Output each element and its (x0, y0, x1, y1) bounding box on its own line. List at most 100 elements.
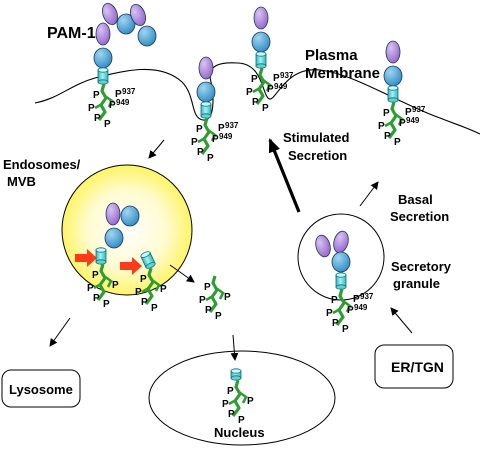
phospho-p: P (191, 137, 198, 148)
transmembrane-domain (387, 85, 399, 103)
phospho-p: P (141, 297, 148, 308)
phospho-p: P (93, 90, 100, 101)
phospho-p-949: P (212, 134, 219, 145)
phospho-p: P (252, 97, 259, 108)
label-er-tgn: ER/TGN (391, 359, 444, 375)
arrow-pm-to-endosome (148, 139, 165, 159)
arrow-stimulated-secretion (268, 138, 301, 213)
catalytic-domain-pho (198, 56, 214, 80)
label-stimulated-secretion: Secretion (288, 148, 347, 163)
phospho-p-937: P (218, 123, 225, 134)
arrow-endosome-to-cleaved (169, 264, 195, 283)
site-949-label: 949 (406, 116, 420, 125)
label-stimulated: Stimulated (283, 130, 350, 145)
catalytic-domain-pal (93, 47, 113, 69)
phospho-p: P (88, 103, 95, 114)
phospho-p: P (378, 121, 385, 132)
arrow-endosome-to-lysosome (49, 317, 71, 347)
catalytic-domain-pho (253, 6, 269, 30)
phospho-p: P (394, 137, 401, 148)
granule-pal-domain (331, 251, 351, 273)
pam1-pm-left-cytosolic-tail (94, 83, 114, 121)
phospho-p: P (205, 305, 212, 316)
phospho-p: P (204, 282, 211, 293)
soluble-pal-domain (116, 13, 136, 35)
phospho-p: P (92, 270, 99, 281)
phospho-p: P (135, 287, 142, 298)
arrow-er-to-granule (390, 307, 413, 334)
nuclear-fragment (228, 379, 248, 417)
nuclear-tm-stub (230, 368, 242, 381)
label-secretory: Secretory (391, 259, 452, 274)
phospho-p: P (342, 324, 349, 335)
phospho-p: P (215, 311, 222, 322)
red-arrow-cleavage-1 (75, 249, 97, 267)
phospho-p: P (247, 396, 254, 407)
lysosome-box (1, 369, 81, 408)
site-937-label: 937 (280, 71, 294, 80)
sfcd-fragment (205, 275, 225, 313)
phospho-p: P (103, 299, 110, 310)
phospho-p: P (196, 124, 203, 135)
nucleus-ellipse (148, 350, 336, 446)
phospho-p-937: P (405, 107, 412, 118)
phospho-p-937: P (115, 89, 122, 100)
endosome-pal-domain (120, 205, 140, 227)
phospho-p: P (238, 415, 245, 426)
red-arrow-cleavage-2 (120, 257, 142, 275)
phospho-p: P (228, 409, 235, 420)
endosome-cleaved-tm (140, 251, 156, 269)
endosome-pho-domain (105, 202, 121, 226)
label-endosomes: Endosomes/ (3, 157, 81, 172)
phospho-p-949: P (399, 118, 406, 129)
phospho-p: P (383, 108, 390, 119)
catalytic-domain-pal (196, 81, 216, 103)
label-lysosome: Lysosome (9, 382, 73, 397)
site-949-label: 949 (274, 82, 288, 91)
site-937-label: 937 (360, 292, 374, 301)
phospho-p: P (104, 119, 111, 130)
endosome-tail-2 (141, 267, 161, 305)
phospho-p-949: P (109, 100, 116, 111)
label-basal: Basal (398, 192, 433, 207)
phospho-p: P (262, 103, 269, 114)
phospho-p: P (140, 274, 147, 285)
catalytic-domain-pho (385, 40, 401, 64)
site-937-label: 937 (122, 87, 136, 96)
label-plasma: Plasma (305, 47, 358, 64)
soluble-pho-domain (130, 3, 146, 27)
transmembrane-domain (97, 67, 109, 85)
phospho-p: P (151, 303, 158, 314)
label-mvb: MVB (7, 174, 36, 189)
phospho-p-949: P (347, 305, 354, 316)
phospho-p: P (224, 292, 231, 303)
phospho-p: P (251, 74, 258, 85)
granule-tail (332, 288, 352, 326)
er-tgn-box (374, 344, 454, 389)
phospho-p-937: P (273, 73, 280, 84)
catalytic-domain-pal (383, 65, 403, 87)
site-949-label: 949 (219, 132, 233, 141)
soluble-pho-domain (102, 2, 118, 26)
phospho-p: P (331, 295, 338, 306)
pam1-pm-right-cytosolic-tail (384, 101, 404, 139)
granule-tm-domain (335, 272, 347, 290)
label-membrane: Membrane (305, 65, 380, 82)
phospho-p: P (332, 318, 339, 329)
site-949-label: 949 (116, 98, 130, 107)
arrow-basal-secretion (359, 181, 379, 207)
transmembrane-domain (200, 101, 212, 119)
transmembrane-domain (255, 51, 267, 69)
phospho-p: P (227, 386, 234, 397)
phospho-p: P (160, 284, 167, 295)
label-nucleus: Nucleus (214, 425, 265, 440)
pam1-internalizing-cytosolic-tail (197, 117, 217, 155)
arrow-cleaved-to-nucleus (230, 334, 239, 361)
endosome-tail-1 (93, 263, 113, 301)
phospho-p: P (87, 283, 94, 294)
label-pam1: PAM-1 (47, 25, 96, 42)
phospho-p: P (197, 147, 204, 158)
phospho-p: P (207, 153, 214, 164)
